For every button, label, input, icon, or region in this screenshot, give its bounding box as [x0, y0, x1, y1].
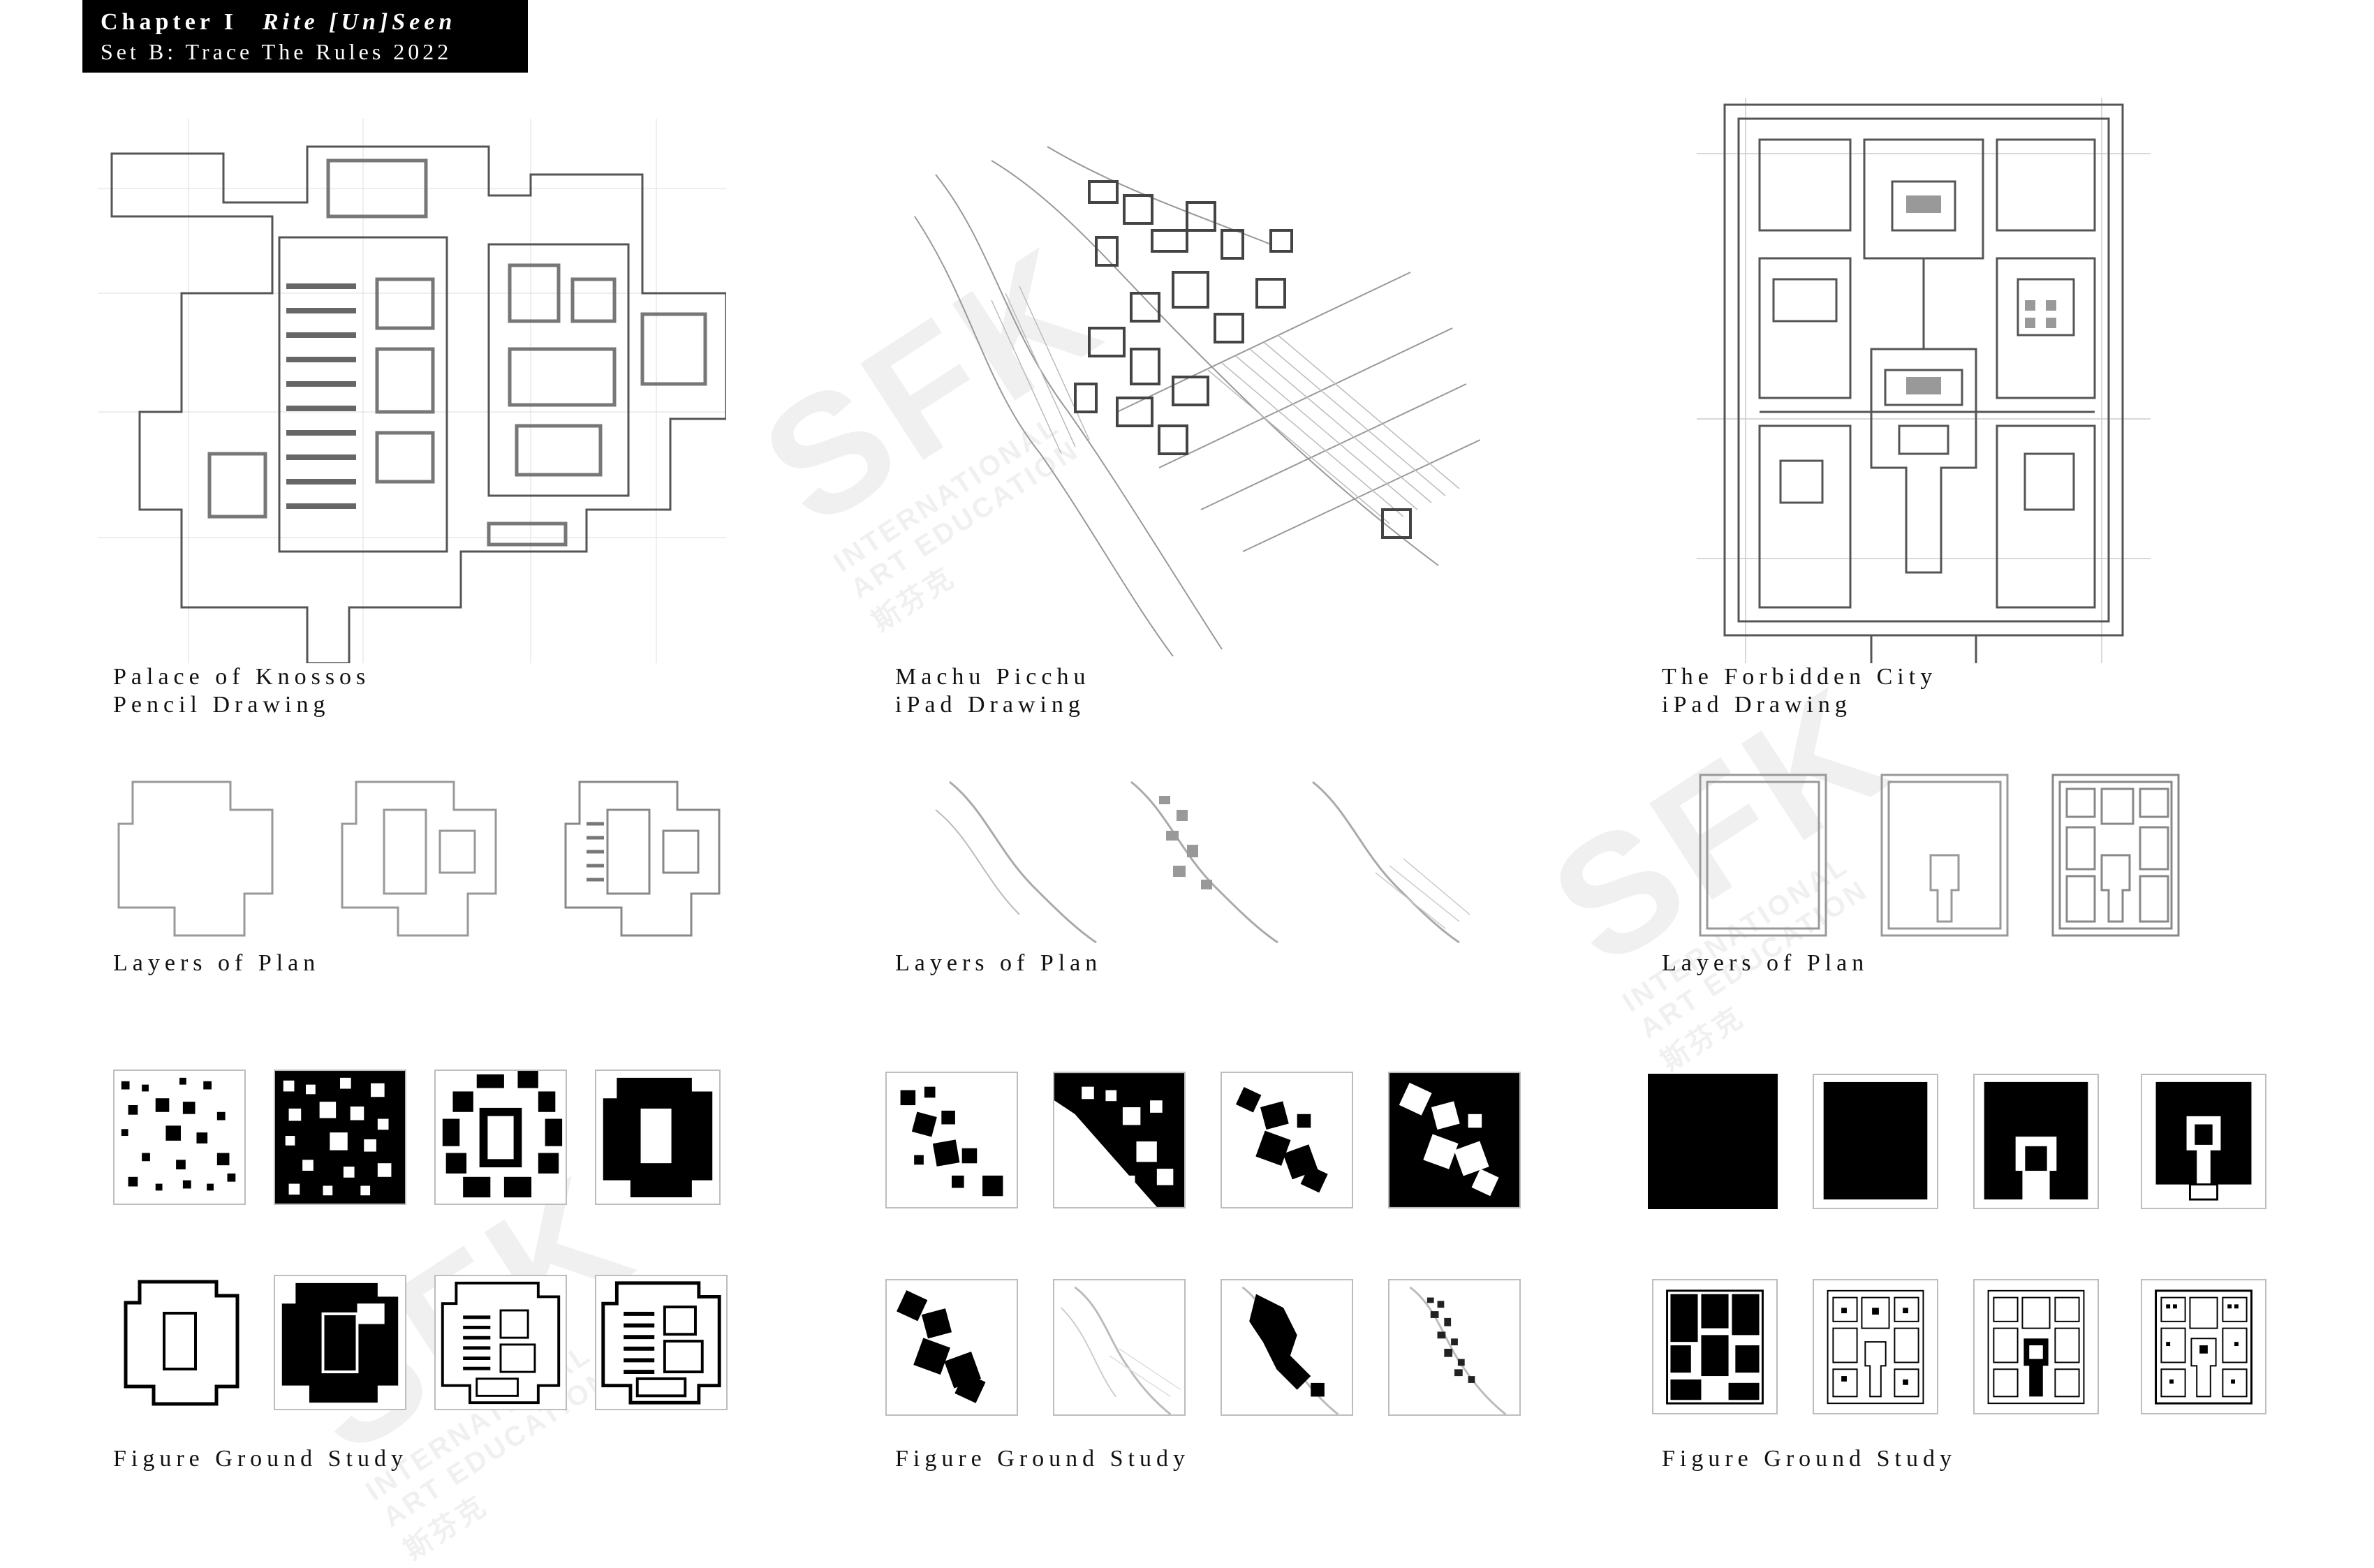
machu-picchu-layer-1	[929, 768, 1110, 949]
forbidden-city-figure-ground-3	[1973, 1074, 2099, 1209]
forbidden-city-figure-ground-8	[2141, 1279, 2266, 1414]
title-block: Chapter I Rite [Un]Seen Set B: Trace The …	[82, 0, 528, 73]
knossos-figure-ground-4	[595, 1070, 721, 1205]
forbidden-city-medium: iPad Drawing	[1662, 692, 1852, 718]
forbidden-city-caption: The Forbidden City iPad Drawing	[1662, 663, 1937, 719]
forbidden-city-site-name: The Forbidden City	[1662, 664, 1938, 690]
knossos-figure-ground-2	[274, 1070, 406, 1205]
knossos-figure-ground-3	[434, 1070, 567, 1205]
knossos-figure-ground-8	[595, 1275, 728, 1410]
knossos-figure-ground-6	[274, 1275, 406, 1410]
forbidden-city-figure-caption: Figure Ground Study	[1662, 1446, 1956, 1472]
machu-picchu-figure-ground-5	[885, 1279, 1018, 1416]
chapter-subtitle: Rite [Un]Seen	[263, 9, 457, 35]
machu-picchu-layer-3	[1292, 768, 1473, 949]
forbidden-city-layer-1	[1697, 771, 1829, 939]
knossos-figure-caption: Figure Ground Study	[113, 1446, 408, 1472]
machu-picchu-plan-svg	[914, 146, 1480, 657]
knossos-figure-ground-5	[119, 1275, 244, 1410]
forbidden-city-figure-ground-2	[1813, 1074, 1938, 1209]
knossos-pencil-drawing	[98, 119, 726, 663]
chapter-label: Chapter I	[101, 9, 237, 35]
forbidden-city-ipad-drawing	[1697, 98, 2151, 663]
forbidden-city-figure-ground-7	[1973, 1279, 2099, 1414]
machu-picchu-layer-2	[1110, 768, 1292, 949]
machu-picchu-figure-ground-2	[1053, 1072, 1186, 1208]
machu-picchu-figure-ground-1	[885, 1072, 1018, 1208]
knossos-medium: Pencil Drawing	[113, 692, 330, 718]
knossos-figure-ground-1	[113, 1070, 246, 1205]
knossos-plan-svg	[98, 119, 726, 663]
forbidden-city-figure-ground-1	[1648, 1074, 1778, 1209]
knossos-site-name: Palace of Knossos	[113, 664, 371, 690]
machu-picchu-site-name: Machu Picchu	[895, 664, 1091, 690]
knossos-layer-3	[552, 768, 740, 949]
knossos-caption: Palace of Knossos Pencil Drawing	[113, 663, 370, 719]
knossos-figure-ground-7	[434, 1275, 567, 1410]
machu-picchu-layers-caption: Layers of Plan	[895, 950, 1103, 976]
knossos-layers-caption: Layers of Plan	[113, 950, 320, 976]
set-line: Set B: Trace The Rules 2022	[101, 39, 452, 64]
machu-picchu-figure-ground-4	[1388, 1072, 1521, 1208]
forbidden-city-layer-2	[1878, 771, 2011, 939]
machu-picchu-figure-ground-6	[1053, 1279, 1186, 1416]
machu-picchu-medium: iPad Drawing	[895, 692, 1085, 718]
chapter-line: Chapter I Rite [Un]Seen	[101, 7, 510, 38]
machu-picchu-figure-ground-8	[1388, 1279, 1521, 1416]
machu-picchu-ipad-drawing	[908, 119, 1480, 663]
knossos-layer-2	[328, 768, 517, 949]
machu-picchu-figure-caption: Figure Ground Study	[895, 1446, 1190, 1472]
forbidden-city-layers-caption: Layers of Plan	[1662, 950, 1869, 976]
forbidden-city-figure-ground-5	[1652, 1279, 1778, 1414]
forbidden-city-plan-svg	[1697, 98, 2151, 663]
knossos-layer-1	[105, 768, 293, 949]
machu-picchu-figure-ground-7	[1221, 1279, 1353, 1416]
machu-picchu-caption: Machu Picchu iPad Drawing	[895, 663, 1090, 719]
forbidden-city-figure-ground-6	[1813, 1279, 1938, 1414]
machu-picchu-figure-ground-3	[1221, 1072, 1353, 1208]
forbidden-city-figure-ground-4	[2141, 1074, 2266, 1209]
forbidden-city-layer-3	[2049, 771, 2182, 939]
